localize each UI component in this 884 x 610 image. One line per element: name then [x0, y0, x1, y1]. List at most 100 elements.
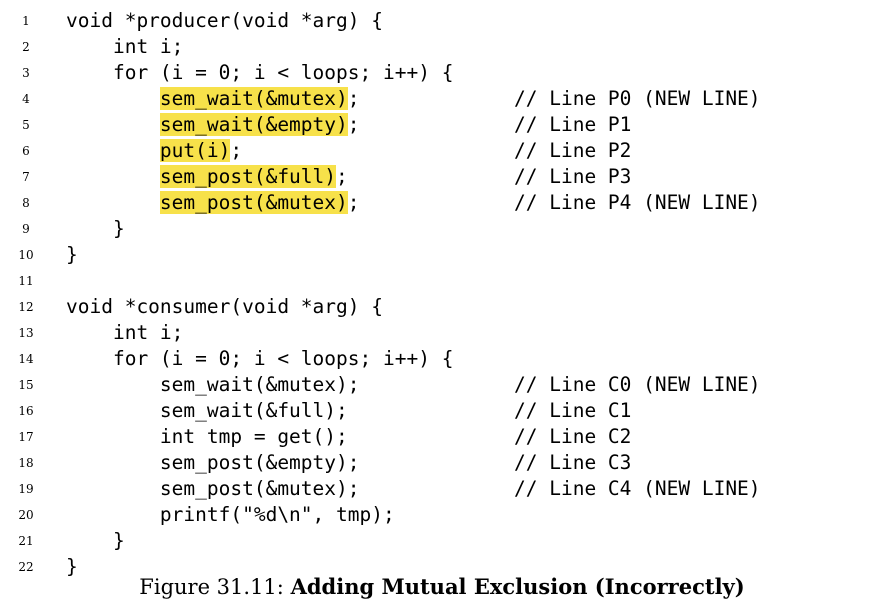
code-line: 4 sem_wait(&mutex);// Line P0 (NEW LINE) — [0, 86, 884, 112]
code-indent — [66, 87, 160, 110]
code-statement: } — [112, 217, 125, 240]
code-line: 20 printf("%d\n", tmp); — [0, 502, 884, 528]
line-number: 8 — [22, 196, 30, 210]
code-indent — [66, 477, 160, 500]
code-line: 6 put(i);// Line P2 — [0, 138, 884, 164]
code-text: printf("%d\n", tmp); — [66, 502, 395, 528]
line-number: 12 — [18, 300, 34, 314]
code-line: 16 sem_wait(&full);// Line C1 — [0, 398, 884, 424]
line-number: 5 — [22, 118, 30, 132]
code-statement: printf("%d\n", tmp); — [159, 503, 395, 526]
code-line: 10} — [0, 242, 884, 268]
code-statement: sem_wait(&mutex); — [159, 373, 360, 396]
code-suffix: ; — [230, 139, 243, 162]
code-indent — [66, 373, 160, 396]
code-comment: // Line C2 — [514, 425, 632, 448]
line-number: 15 — [18, 378, 34, 392]
line-number: 22 — [18, 560, 34, 574]
code-text: sem_wait(&mutex); — [66, 372, 360, 398]
code-indent — [66, 139, 160, 162]
highlighted-statement: sem_wait(&empty) — [159, 113, 348, 136]
code-text: sem_wait(&mutex); — [66, 86, 360, 112]
code-text: int i; — [66, 320, 183, 346]
code-statement: int i; — [112, 35, 184, 58]
line-number: 10 — [18, 248, 34, 262]
code-text: void *consumer(void *arg) { — [66, 294, 383, 320]
line-number: 13 — [18, 326, 34, 340]
code-text: } — [66, 242, 78, 268]
code-suffix: ; — [347, 113, 360, 136]
code-indent — [66, 321, 113, 344]
code-statement: for (i = 0; i < loops; i++) { — [112, 61, 454, 84]
line-number: 17 — [18, 430, 34, 444]
code-indent — [66, 217, 113, 240]
highlighted-statement: sem_wait(&mutex) — [159, 87, 348, 110]
line-number: 19 — [18, 482, 34, 496]
code-line: 12 void *consumer(void *arg) { — [0, 294, 884, 320]
code-statement: int i; — [112, 321, 184, 344]
code-text: int tmp = get(); — [66, 424, 348, 450]
line-number: 18 — [18, 456, 34, 470]
code-statement: int tmp = get(); — [159, 425, 348, 448]
code-text: for (i = 0; i < loops; i++) { — [66, 346, 453, 372]
code-line: 7 sem_post(&full);// Line P3 — [0, 164, 884, 190]
code-indent — [66, 503, 160, 526]
code-statement: sem_wait(&full); — [159, 399, 348, 422]
code-indent — [66, 35, 113, 58]
code-comment: // Line C0 (NEW LINE) — [514, 373, 761, 396]
code-statement: } — [66, 243, 78, 266]
line-number: 4 — [22, 92, 30, 106]
code-line: 5 sem_wait(&empty); // Line P1 — [0, 112, 884, 138]
code-suffix: ; — [347, 191, 360, 214]
code-indent — [66, 425, 160, 448]
code-comment: // Line P3 — [514, 165, 632, 188]
code-comment: // Line P4 (NEW LINE) — [514, 191, 761, 214]
code-indent — [66, 61, 113, 84]
code-comment: // Line C4 (NEW LINE) — [514, 477, 761, 500]
code-comment: // Line C1 — [514, 399, 632, 422]
code-comment: // Line C3 — [514, 451, 632, 474]
code-text: void *producer(void *arg) { — [66, 8, 383, 34]
code-line: 1 void *producer(void *arg) { — [0, 8, 884, 34]
code-statement: sem_post(&mutex); — [159, 477, 360, 500]
code-statement: sem_post(&empty); — [159, 451, 360, 474]
code-text: sem_post(&empty); — [66, 450, 360, 476]
code-text: int i; — [66, 34, 183, 60]
code-line: 15 sem_wait(&mutex); // Line C0 (NEW LINE… — [0, 372, 884, 398]
code-indent — [66, 165, 160, 188]
code-line: 13 int i; — [0, 320, 884, 346]
code-indent — [66, 529, 113, 552]
code-suffix: ; — [347, 87, 360, 110]
line-number: 20 — [18, 508, 34, 522]
code-line: 9 } — [0, 216, 884, 242]
highlighted-statement: sem_post(&mutex) — [159, 191, 348, 214]
code-line: 2 int i; — [0, 34, 884, 60]
line-number: 1 — [22, 14, 30, 28]
figure-title: Adding Mutual Exclusion (Incorrectly) — [290, 574, 745, 599]
highlighted-statement: put(i) — [159, 139, 231, 162]
code-indent — [66, 347, 113, 370]
code-text: sem_post(&mutex); — [66, 190, 360, 216]
highlighted-statement: sem_post(&full) — [159, 165, 337, 188]
code-line: 14 for (i = 0; i < loops; i++) { — [0, 346, 884, 372]
code-line: 8 sem_post(&mutex); // Line P4 (NEW LINE) — [0, 190, 884, 216]
code-text: sem_post(&full); — [66, 164, 348, 190]
code-line: 3 for (i = 0; i < loops; i++) { — [0, 60, 884, 86]
code-text: sem_post(&mutex); — [66, 476, 360, 502]
line-number: 21 — [18, 534, 34, 548]
code-text: for (i = 0; i < loops; i++) { — [66, 60, 453, 86]
code-text: put(i); — [66, 138, 242, 164]
line-number: 14 — [18, 352, 34, 366]
figure-caption: Figure 31.11: Adding Mutual Exclusion (I… — [0, 574, 884, 599]
line-number: 2 — [22, 40, 30, 54]
code-text: } — [66, 528, 125, 554]
line-number: 11 — [18, 274, 34, 288]
code-line: 22} — [0, 554, 884, 580]
line-number: 9 — [22, 222, 30, 236]
code-line: 19 sem_post(&mutex); // Line C4 (NEW LINE… — [0, 476, 884, 502]
code-line: 21 } — [0, 528, 884, 554]
code-comment: // Line P1 — [514, 113, 632, 136]
code-indent — [66, 191, 160, 214]
line-number: 6 — [22, 144, 30, 158]
